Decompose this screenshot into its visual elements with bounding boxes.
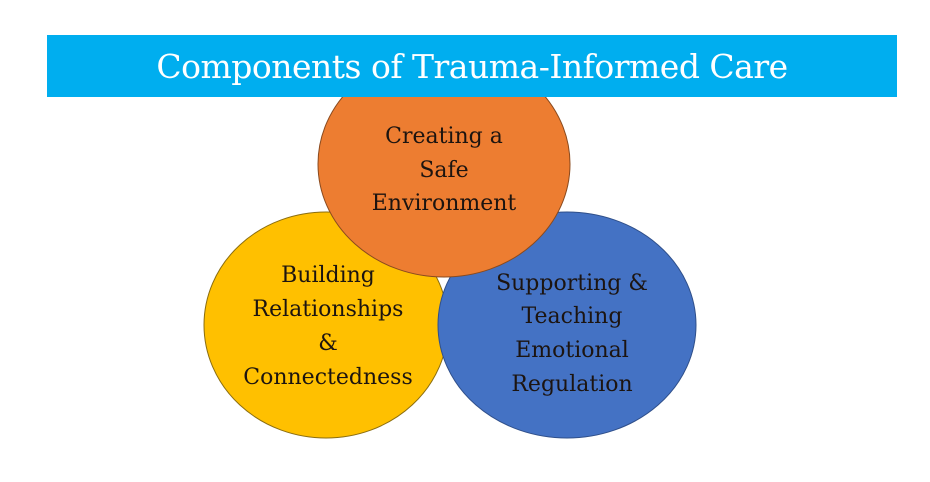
safe-environment-line3: Environment <box>372 191 517 216</box>
building-relationships-line4: Connectedness <box>243 365 412 390</box>
emotional-regulation-line4: Regulation <box>511 372 632 397</box>
building-relationships-line2: Relationships <box>253 297 404 322</box>
circle-emotional-regulation <box>437 211 697 439</box>
page-title: Components of Trauma-Informed Care <box>156 46 788 86</box>
safe-environment-line2: Safe <box>419 158 468 183</box>
building-relationships-line3: & <box>318 331 338 356</box>
emotional-regulation-line1: Supporting & <box>496 271 648 296</box>
title-banner: Components of Trauma-Informed Care <box>47 35 897 97</box>
emotional-regulation-line3: Emotional <box>515 338 629 363</box>
building-relationships-line1: Building <box>281 263 375 288</box>
safe-environment-line1: Creating a <box>385 124 503 149</box>
emotional-regulation-line2: Teaching <box>522 304 623 329</box>
